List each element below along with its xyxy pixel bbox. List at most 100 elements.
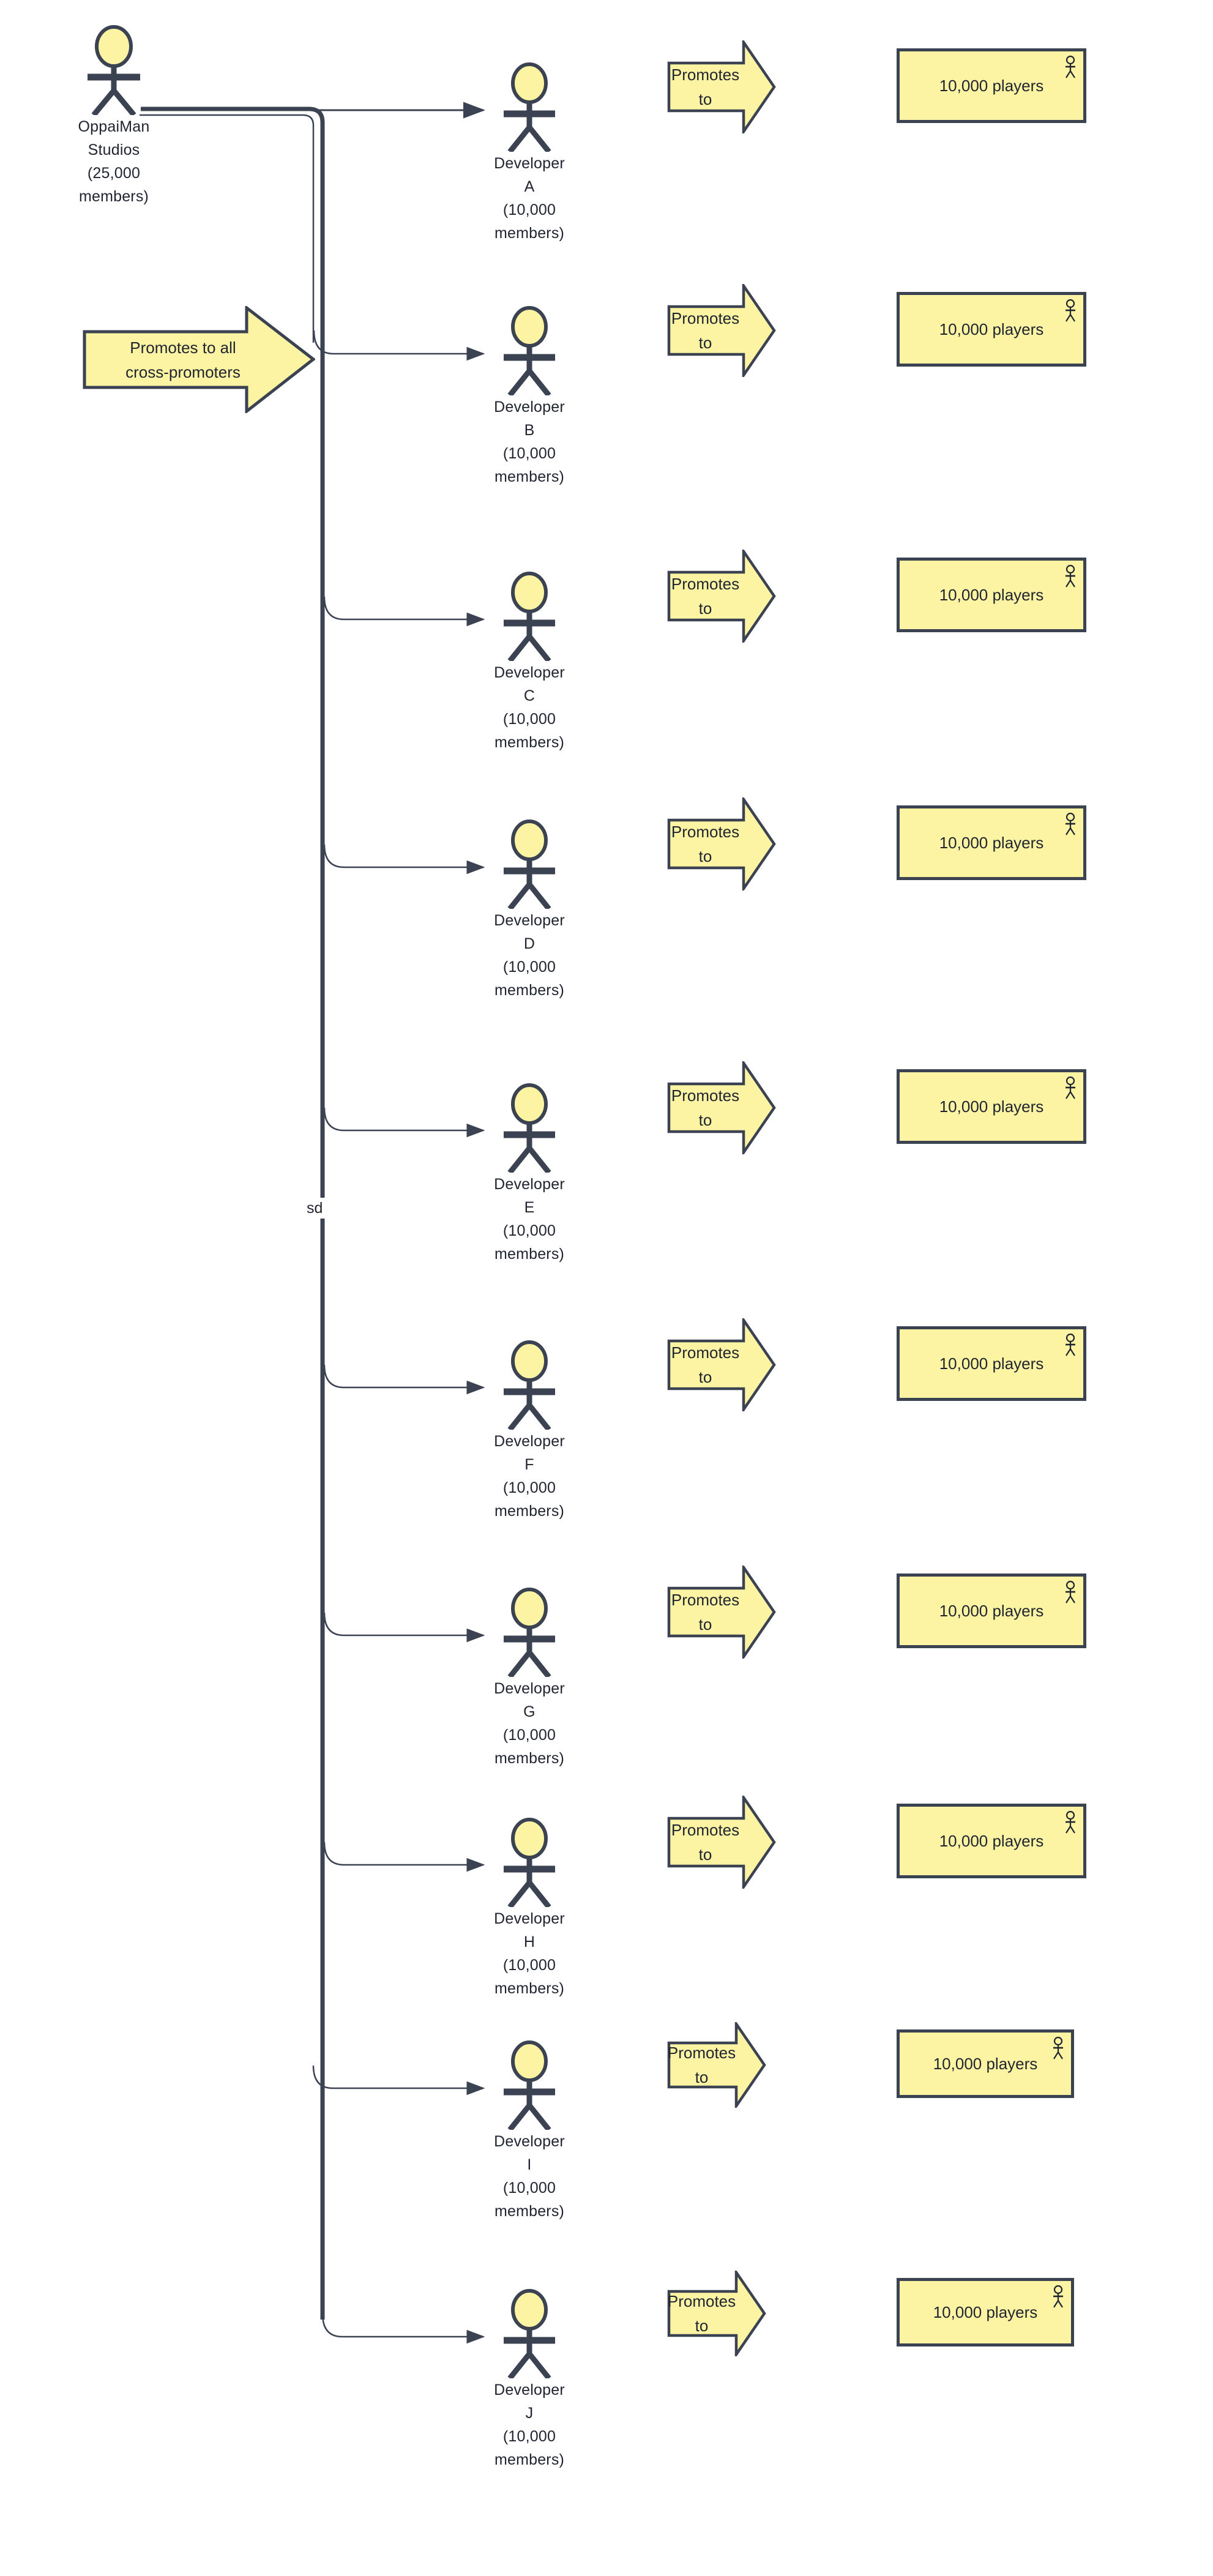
players-note-label-g: 10,000 players xyxy=(939,1601,1044,1620)
promotes-to-arrow-a[interactable]: Promotes to xyxy=(667,40,776,133)
edge-to-developer-b xyxy=(313,330,485,361)
actor-label-developer-e: Developer E (10,000 members) xyxy=(494,1176,565,1263)
players-note-label-a: 10,000 players xyxy=(939,76,1044,95)
block-arrow-right-icon xyxy=(667,1318,776,1411)
promotes-to-arrow-label-i: Promotes to xyxy=(667,2044,736,2086)
players-note-label-i: 10,000 players xyxy=(933,2054,1038,2073)
actor-stick-figure-icon xyxy=(459,1815,600,1909)
actor-stick-figure-icon xyxy=(459,304,600,397)
actor-stick-figure-icon xyxy=(459,817,600,911)
actor-stick-figure-icon xyxy=(459,1338,600,1432)
promotes-to-arrow-d[interactable]: Promotes to xyxy=(667,797,776,890)
promotes-to-arrow-label-g: Promotes to xyxy=(671,1591,740,1633)
players-note-label-c: 10,000 players xyxy=(939,585,1044,604)
promotes-to-arrow-g[interactable]: Promotes to xyxy=(667,1566,776,1659)
block-arrow-right-icon xyxy=(667,2271,766,2356)
block-arrow-right-icon xyxy=(83,306,315,413)
block-arrow-right-icon xyxy=(667,1796,776,1889)
players-note-label-f: 10,000 players xyxy=(939,1354,1044,1373)
actor-stick-figure-small-icon xyxy=(1062,1076,1078,1100)
block-arrow-right-icon xyxy=(667,40,776,133)
actor-label-developer-i: Developer I (10,000 members) xyxy=(494,2133,565,2220)
block-arrow-right-icon xyxy=(667,2022,766,2108)
actor-stick-figure-small-icon xyxy=(1050,2036,1066,2061)
promotes-to-arrow-e[interactable]: Promotes to xyxy=(667,1061,776,1154)
actor-label-developer-f: Developer F (10,000 members) xyxy=(494,1433,565,1520)
actor-developer-a[interactable]: Developer A (10,000 members) xyxy=(459,60,600,245)
block-arrow-right-icon xyxy=(667,1061,776,1154)
players-note-label-h: 10,000 players xyxy=(939,1831,1044,1850)
broadcast-arrow-promotes-to-all[interactable]: Promotes to all cross-promoters xyxy=(83,306,315,413)
promotes-to-arrow-b[interactable]: Promotes to xyxy=(667,284,776,377)
lifeline-sd-label: sd xyxy=(304,1198,326,1219)
promotes-to-arrow-f[interactable]: Promotes to xyxy=(667,1318,776,1411)
players-note-b[interactable]: 10,000 players xyxy=(897,292,1086,367)
actor-stick-figure-small-icon xyxy=(1062,1810,1078,1835)
actor-label-oppaiman-studios: OppaiMan Studios (25,000 members) xyxy=(78,118,150,205)
players-note-c[interactable]: 10,000 players xyxy=(897,558,1086,632)
actor-stick-figure-small-icon xyxy=(1062,812,1078,837)
promotes-to-arrow-label-e: Promotes to xyxy=(671,1086,740,1129)
promotes-to-arrow-label-d: Promotes to xyxy=(671,823,740,865)
actor-stick-figure-icon xyxy=(459,1081,600,1174)
block-arrow-right-icon xyxy=(667,550,776,643)
actor-label-developer-h: Developer H (10,000 members) xyxy=(494,1910,565,1997)
actor-stick-figure-icon xyxy=(459,2038,600,2132)
actor-stick-figure-icon xyxy=(459,2287,600,2380)
players-note-label-e: 10,000 players xyxy=(939,1097,1044,1116)
actor-stick-figure-icon xyxy=(459,1585,600,1679)
actor-label-developer-d: Developer D (10,000 members) xyxy=(494,912,565,999)
players-note-i[interactable]: 10,000 players xyxy=(897,2029,1074,2098)
actor-stick-figure-small-icon xyxy=(1062,55,1078,80)
promotes-to-arrow-label-a: Promotes to xyxy=(671,65,740,108)
players-note-label-b: 10,000 players xyxy=(939,319,1044,338)
actor-developer-f[interactable]: Developer F (10,000 members) xyxy=(459,1338,600,1523)
actor-stick-figure-small-icon xyxy=(1050,2285,1066,2309)
actor-developer-d[interactable]: Developer D (10,000 members) xyxy=(459,817,600,1002)
players-note-f[interactable]: 10,000 players xyxy=(897,1326,1086,1401)
promotes-to-arrow-label-b: Promotes to xyxy=(671,309,740,352)
actor-developer-e[interactable]: Developer E (10,000 members) xyxy=(459,1081,600,1266)
promotes-to-arrow-i[interactable]: Promotes to xyxy=(667,2022,766,2108)
actor-stick-figure-small-icon xyxy=(1062,299,1078,323)
promotes-to-arrow-label-c: Promotes to xyxy=(671,575,740,618)
lifeline-trunk xyxy=(141,106,325,2320)
promotes-to-arrow-label-h: Promotes to xyxy=(671,1821,740,1864)
actor-stick-figure-small-icon xyxy=(1062,1333,1078,1357)
edge-to-developer-i xyxy=(312,2065,485,2096)
promotes-to-arrow-label-f: Promotes to xyxy=(671,1343,740,1386)
actor-developer-b[interactable]: Developer B (10,000 members) xyxy=(459,304,600,488)
actor-label-developer-b: Developer B (10,000 members) xyxy=(494,398,565,485)
players-note-label-d: 10,000 players xyxy=(939,833,1044,852)
players-note-j[interactable]: 10,000 players xyxy=(897,2278,1074,2346)
promotes-to-arrow-h[interactable]: Promotes to xyxy=(667,1796,776,1889)
actor-developer-c[interactable]: Developer C (10,000 members) xyxy=(459,569,600,754)
actor-label-developer-g: Developer G (10,000 members) xyxy=(494,1680,565,1767)
players-note-e[interactable]: 10,000 players xyxy=(897,1069,1086,1144)
players-note-g[interactable]: 10,000 players xyxy=(897,1574,1086,1648)
actor-label-developer-j: Developer J (10,000 members) xyxy=(494,2381,565,2468)
actor-stick-figure-icon xyxy=(459,60,600,154)
actor-stick-figure-small-icon xyxy=(1062,1580,1078,1605)
block-arrow-right-icon xyxy=(667,1566,776,1659)
actor-stick-figure-icon xyxy=(43,23,184,117)
actor-developer-g[interactable]: Developer G (10,000 members) xyxy=(459,1585,600,1770)
broadcast-arrow-label: Promotes to all cross-promoters xyxy=(125,338,241,381)
actor-stick-figure-icon xyxy=(459,569,600,663)
actor-developer-j[interactable]: Developer J (10,000 members) xyxy=(459,2287,600,2471)
promotes-to-arrow-label-j: Promotes to xyxy=(667,2292,736,2335)
players-note-h[interactable]: 10,000 players xyxy=(897,1804,1086,1878)
actor-label-developer-a: Developer A (10,000 members) xyxy=(494,155,565,242)
promotes-to-arrow-j[interactable]: Promotes to xyxy=(667,2271,766,2356)
block-arrow-right-icon xyxy=(667,284,776,377)
promotes-to-arrow-c[interactable]: Promotes to xyxy=(667,550,776,643)
actor-label-developer-c: Developer C (10,000 members) xyxy=(494,664,565,751)
actor-oppaiman-studios[interactable]: OppaiMan Studios (25,000 members) xyxy=(43,23,184,208)
actor-developer-h[interactable]: Developer H (10,000 members) xyxy=(459,1815,600,2000)
players-note-a[interactable]: 10,000 players xyxy=(897,48,1086,123)
actor-developer-i[interactable]: Developer I (10,000 members) xyxy=(459,2038,600,2223)
players-note-d[interactable]: 10,000 players xyxy=(897,805,1086,880)
players-note-label-j: 10,000 players xyxy=(933,2302,1038,2321)
block-arrow-right-icon xyxy=(667,797,776,890)
